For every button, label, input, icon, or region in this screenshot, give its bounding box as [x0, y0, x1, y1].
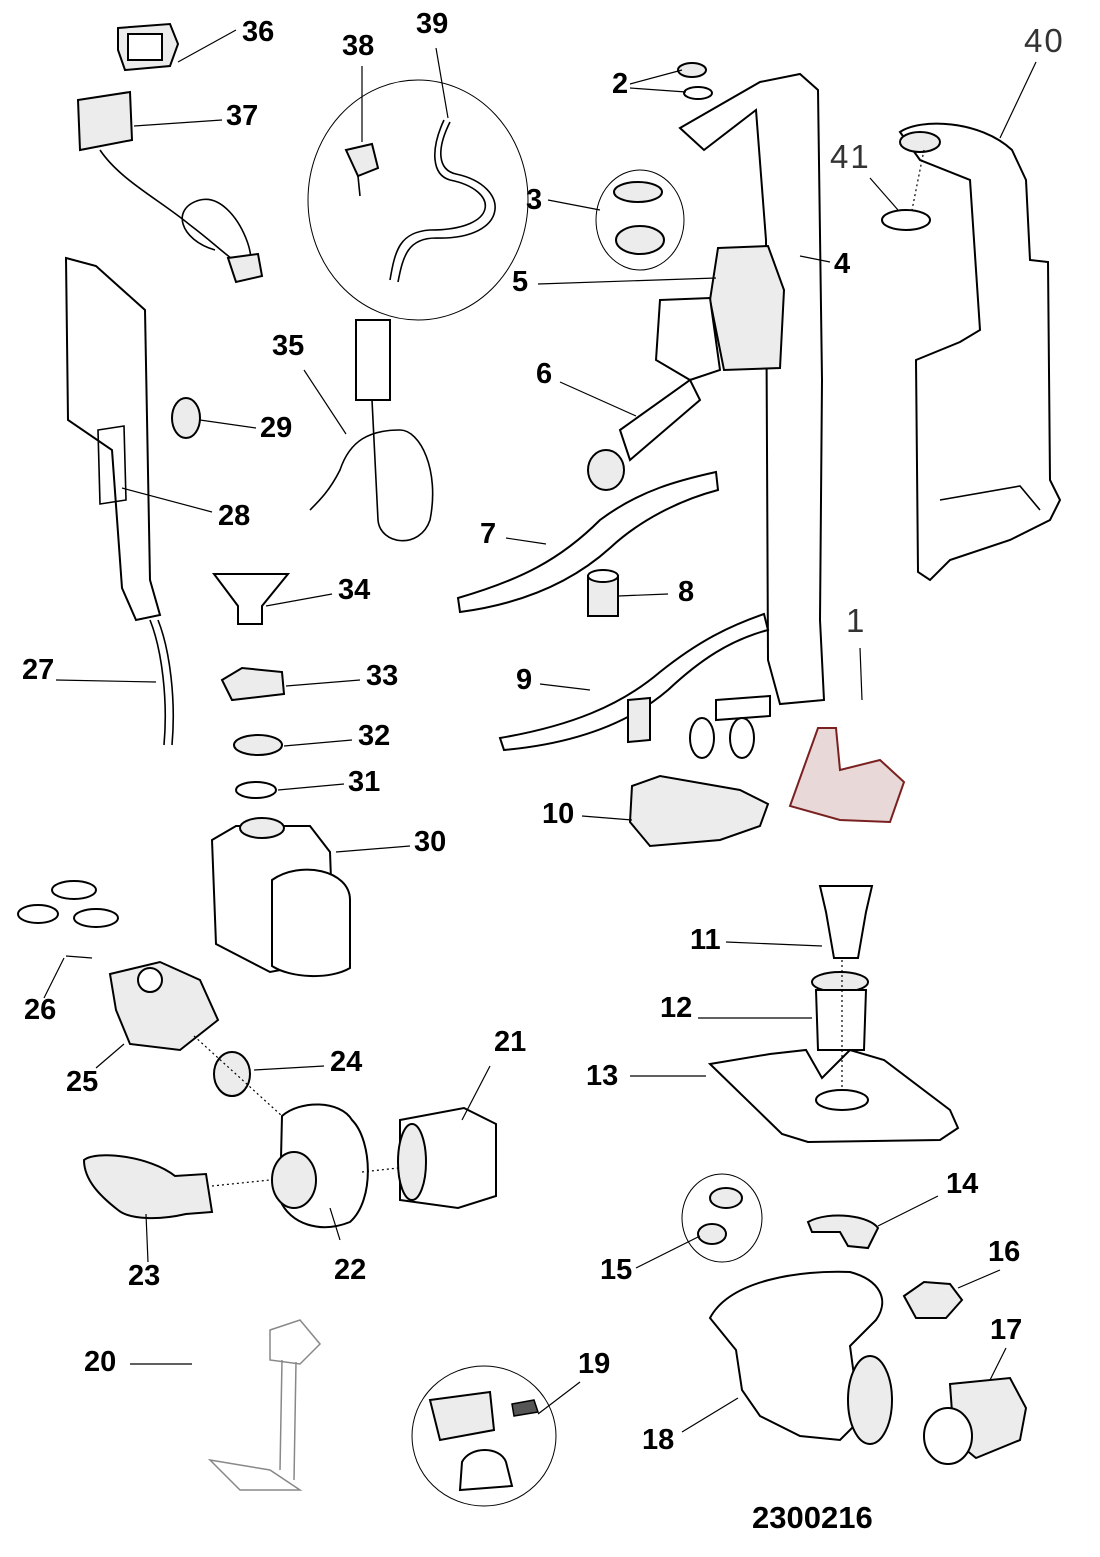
- label-39: 39: [416, 8, 449, 40]
- part-9-lower-spray-arm: [498, 612, 770, 752]
- part-19-group: [411, 1365, 557, 1507]
- label-12: 12: [660, 992, 693, 1024]
- label-4: 4: [834, 248, 851, 280]
- part-25-valve: [108, 960, 220, 1052]
- part-37-cable-switch: [76, 90, 264, 284]
- label-37: 37: [226, 100, 259, 132]
- part-4-supply-tube: [678, 72, 826, 706]
- label-7: 7: [480, 518, 497, 550]
- label-34: 34: [338, 574, 371, 606]
- part-10-holder: [628, 774, 770, 848]
- label-40: 40: [1024, 22, 1065, 59]
- label-6: 6: [536, 358, 553, 390]
- label-23: 23: [128, 1260, 161, 1292]
- label-25: 25: [66, 1066, 99, 1098]
- label-2: 2: [612, 68, 629, 100]
- part-33-cap: [220, 666, 286, 702]
- part-16-valve: [902, 1280, 964, 1319]
- label-19: 19: [578, 1348, 611, 1380]
- part-21-motor: [397, 1106, 497, 1210]
- label-29: 29: [260, 412, 293, 444]
- label-41: 41: [830, 138, 871, 175]
- part-7-upper-spray-arm: [456, 470, 720, 614]
- part-31-ring: [235, 781, 277, 799]
- label-28: 28: [218, 500, 251, 532]
- label-9: 9: [516, 664, 533, 696]
- part-18-sump: [708, 1270, 893, 1445]
- label-5: 5: [512, 266, 529, 298]
- part-28-side-panel: [64, 256, 162, 622]
- diagram-code: 2300216: [752, 1500, 873, 1535]
- part-2-nut-ring: [677, 62, 713, 100]
- part-23-bend: [82, 1154, 214, 1220]
- label-36: 36: [242, 16, 275, 48]
- label-16: 16: [988, 1236, 1021, 1268]
- label-30: 30: [414, 826, 447, 858]
- label-18: 18: [642, 1424, 675, 1456]
- part-9-arm-hub: [627, 696, 651, 744]
- part-40-air-break: [898, 122, 1062, 582]
- part-24-ring: [213, 1051, 251, 1097]
- label-14: 14: [946, 1168, 979, 1200]
- part-11-filter: [818, 885, 874, 959]
- part-3-group: [595, 169, 685, 271]
- part-32-nut: [233, 734, 283, 756]
- label-1: 1: [846, 602, 867, 639]
- label-35: 35: [272, 330, 305, 362]
- part-41-ring: [881, 209, 931, 231]
- label-26: 26: [24, 994, 57, 1026]
- part-5-distributor: [708, 244, 786, 372]
- part-36-clip: [117, 22, 180, 72]
- label-24: 24: [330, 1046, 363, 1078]
- label-33: 33: [366, 660, 399, 692]
- part-14-clip: [806, 1214, 880, 1250]
- label-15: 15: [600, 1254, 633, 1286]
- label-3: 3: [526, 184, 543, 216]
- part-34-funnel: [212, 573, 291, 625]
- part-6-upper-assembly: [587, 296, 722, 491]
- part-1-bracket: [788, 727, 906, 824]
- label-31: 31: [348, 766, 381, 798]
- part-26-rings: [17, 880, 119, 928]
- label-8: 8: [678, 576, 695, 608]
- label-10: 10: [542, 798, 575, 830]
- part-27-hose: [149, 619, 174, 746]
- part-15-group: [681, 1173, 763, 1263]
- leader-lines: [43, 29, 1037, 1433]
- label-22: 22: [334, 1254, 367, 1286]
- label-32: 32: [358, 720, 391, 752]
- label-20: 20: [84, 1346, 117, 1378]
- part-8-connector: [587, 569, 619, 617]
- part-12-fine-filter: [811, 971, 869, 1051]
- label-27: 27: [22, 654, 55, 686]
- part-22-pump-housing: [271, 1103, 369, 1229]
- part-30-water-softener: [210, 817, 351, 977]
- part-29-seal: [171, 397, 201, 439]
- part-4-lower-branches: [689, 694, 771, 759]
- part-13-hole: [815, 1089, 869, 1111]
- label-11: 11: [690, 924, 721, 956]
- part-38-39-group: [307, 79, 529, 321]
- label-13: 13: [586, 1060, 619, 1092]
- label-38: 38: [342, 30, 375, 62]
- label-17: 17: [990, 1314, 1023, 1346]
- part-20-harness: [207, 1319, 322, 1491]
- part-17-drain-pump: [923, 1376, 1028, 1465]
- part-35-inlet-hose: [309, 319, 434, 542]
- label-21: 21: [494, 1026, 527, 1058]
